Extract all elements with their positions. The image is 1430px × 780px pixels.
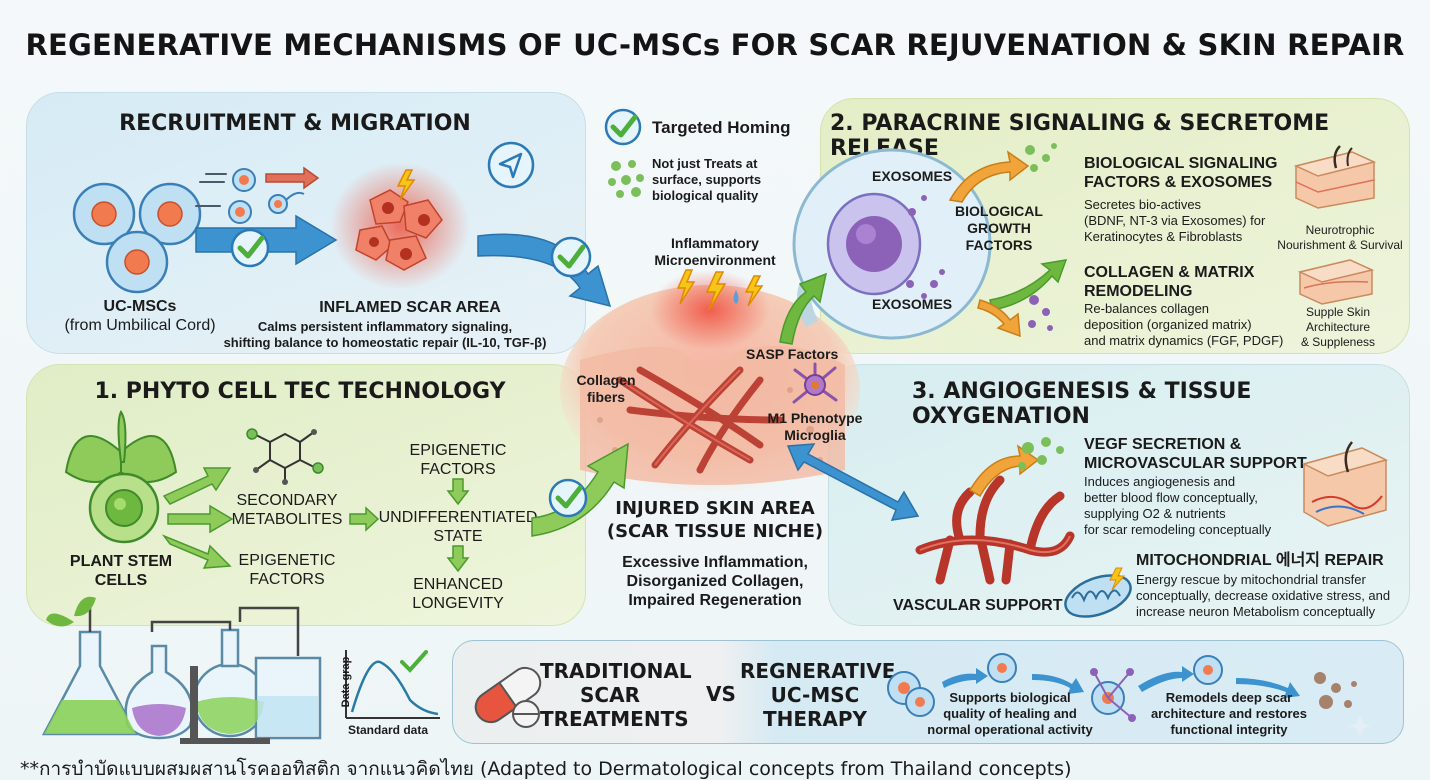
data-graph-icon [345,650,440,719]
check-icon-recruit [230,228,270,268]
therapy-sequence-icon [887,653,1372,736]
vascular-icon [915,437,1075,585]
small-arrow-down-1 [446,478,470,506]
pill-icon [474,666,542,728]
inflamed-scar-label: INFLAMED SCAR AREA [319,299,501,316]
vegf-title: VEGF SECRETION &MICROVASCULAR SUPPORT [1084,436,1307,472]
recruit-to-center-arrow[interactable] [477,226,638,316]
molecule-icon [246,428,324,485]
migrating-cells-icon [195,166,320,224]
exosomes-top-label: EXOSOMES [872,168,953,184]
navigation-icon [487,141,535,189]
inflamed-scar-desc: Calms persistent inflammatory signaling,… [223,319,547,350]
lightning-icon [676,269,764,311]
mitochondria-icon [1064,567,1132,618]
graph-x-label: Standard data [348,723,429,737]
sasp-label: SASP Factors [746,346,839,362]
check-icon [604,108,642,146]
migration-arrow[interactable] [195,214,346,266]
supple-skin-icon [1297,259,1375,305]
dots-icon [608,160,644,198]
graph-y-label: Data grap [340,656,352,708]
plant-arrows [161,467,234,569]
recruitment-heading: RECRUITMENT & MIGRATION [119,111,471,136]
inflamed-scar-icon [330,162,470,290]
injured-skin-title: INJURED SKIN AREA(SCAR TISSUE NICHE) [606,498,824,542]
injured-skin-desc: Excessive Inflammation,Disorganized Coll… [622,554,808,609]
vascular-support-label: VASCULAR SUPPORT [893,597,1063,614]
angio-heading: 3. ANGIOGENESIS & TISSUE OXYGENATION [912,379,1252,429]
plant-stem-icon [64,410,178,544]
skin-vessel-icon [1301,441,1389,527]
footnote: **การบำบัดแบบผสมผสานโรคออทิสติก จากแนวคิ… [20,758,1072,780]
skin-layer-icon [1293,145,1377,209]
mito-title: MITOCHONDRIAL 에너지 REPAIR [1136,552,1384,569]
center-to-paracrine-arrow[interactable] [776,270,836,350]
phyto-heading: 1. PHYTO CELL TEC TECHNOLOGY [94,379,506,404]
small-arrow-down-2 [446,545,470,573]
msc-cell-icon [792,148,992,340]
signaling-desc: Secretes bio-actives(BDNF, NT-3 via Exos… [1084,197,1266,244]
center-angio-double-arrow[interactable] [784,440,924,530]
paracrine-arrows [948,143,1068,338]
m1-microglia-icon [792,362,838,404]
targeted-homing-title: Targeted Homing [652,118,791,137]
exosomes-bottom-label: EXOSOMES [872,296,953,312]
page-title: REGENERATIVE MECHANISMS OF UC-MSCs FOR S… [25,28,1405,62]
check-icon-phyto [548,478,588,518]
uc-msc-label: UC-MSCs (from Umbilical Cord) [64,298,216,334]
injured-skin-illustration [560,270,860,495]
vs-label: VS [706,682,736,706]
uc-msc-cells-icon [72,182,202,294]
lab-flasks-icon [41,596,322,744]
check-icon-path [550,236,592,278]
small-arrow-right [349,506,380,532]
